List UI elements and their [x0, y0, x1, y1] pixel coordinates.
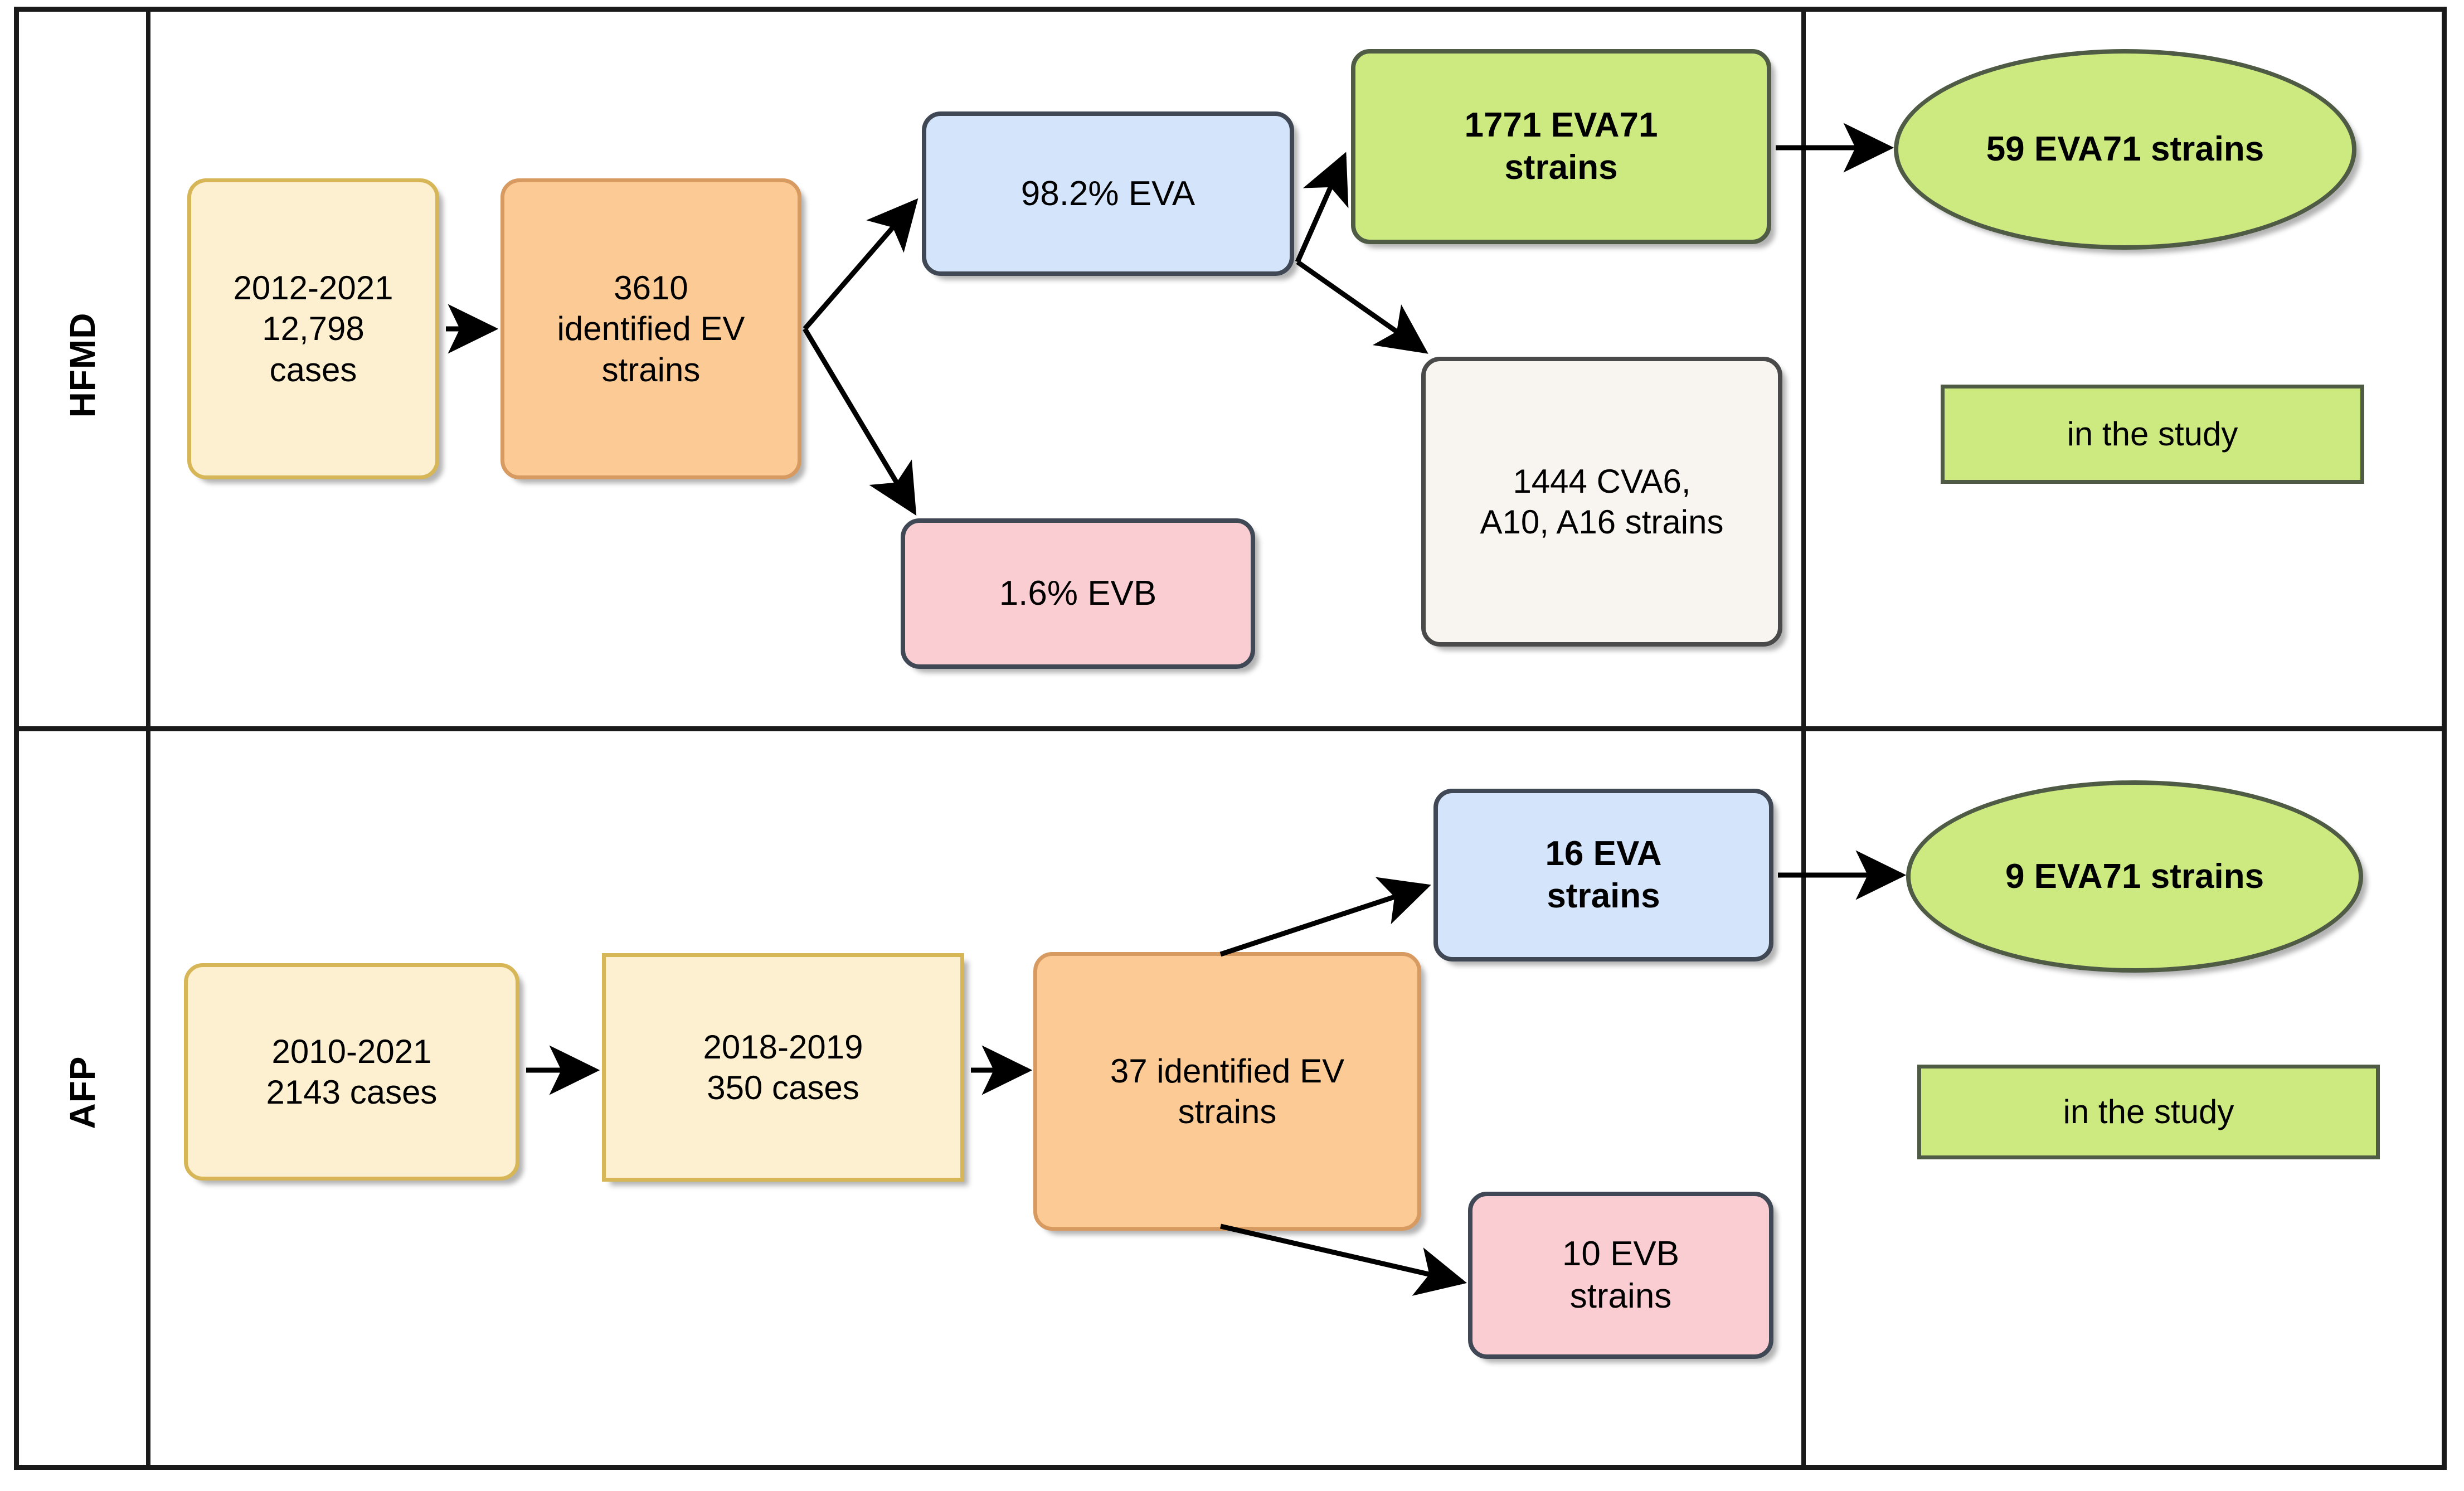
hfmd-eva-percent-box[interactable]: 98.2% EVA [922, 111, 1294, 276]
frame-result-column-divider [1801, 7, 1806, 1470]
arrow-hfmd-eva-to-eva71 [1295, 152, 1349, 263]
afp-evb-strains-box[interactable]: 10 EVB strains [1468, 1192, 1773, 1359]
frame-top-border [14, 7, 2447, 12]
frame-left-border [14, 7, 19, 1470]
arrow-afp-identified-to-evb [1219, 1223, 1467, 1296]
row-label-hfmd-text: HFMD [62, 312, 103, 418]
afp-identified-ev-box[interactable]: 37 identified EV strains [1033, 952, 1421, 1231]
frame-label-column-divider [146, 7, 150, 1470]
hfmd-identified-ev-box[interactable]: 3610 identified EV strains [500, 178, 801, 479]
arrow-hfmd-identified-to-eva [803, 198, 918, 331]
hfmd-other-strains-box[interactable]: 1444 CVA6, A10, A16 strains [1421, 357, 1782, 647]
hfmd-eva71-strains-box[interactable]: 1771 EVA71 strains [1351, 49, 1771, 244]
hfmd-evb-percent-box[interactable]: 1.6% EVB [901, 518, 1255, 669]
hfmd-in-the-study-box[interactable]: in the study [1941, 385, 2364, 484]
frame-bottom-border [14, 1465, 2447, 1470]
afp-included-strains-oval[interactable]: 9 EVA71 strains [1906, 780, 2363, 973]
afp-eva-strains-box[interactable]: 16 EVA strains [1433, 789, 1773, 961]
afp-in-the-study-box[interactable]: in the study [1917, 1065, 2380, 1159]
hfmd-included-strains-oval[interactable]: 59 EVA71 strains [1894, 49, 2356, 250]
afp-cases-box[interactable]: 2010-2021 2143 cases [184, 963, 519, 1181]
row-label-afp-text: AFP [62, 1056, 103, 1129]
row-label-hfmd: HFMD [49, 276, 116, 454]
row-label-afp: AFP [49, 1003, 116, 1182]
arrow-hfmd-eva-to-other [1296, 260, 1428, 354]
frame-right-border [2442, 7, 2447, 1470]
arrow-afp-identified-to-eva [1219, 877, 1431, 957]
hfmd-cases-box[interactable]: 2012-2021 12,798 cases [187, 178, 439, 479]
frame-row-divider [14, 726, 2447, 731]
afp-subset-cases-box[interactable]: 2018-2019 350 cases [602, 953, 964, 1182]
arrow-hfmd-identified-to-evb [803, 327, 917, 516]
